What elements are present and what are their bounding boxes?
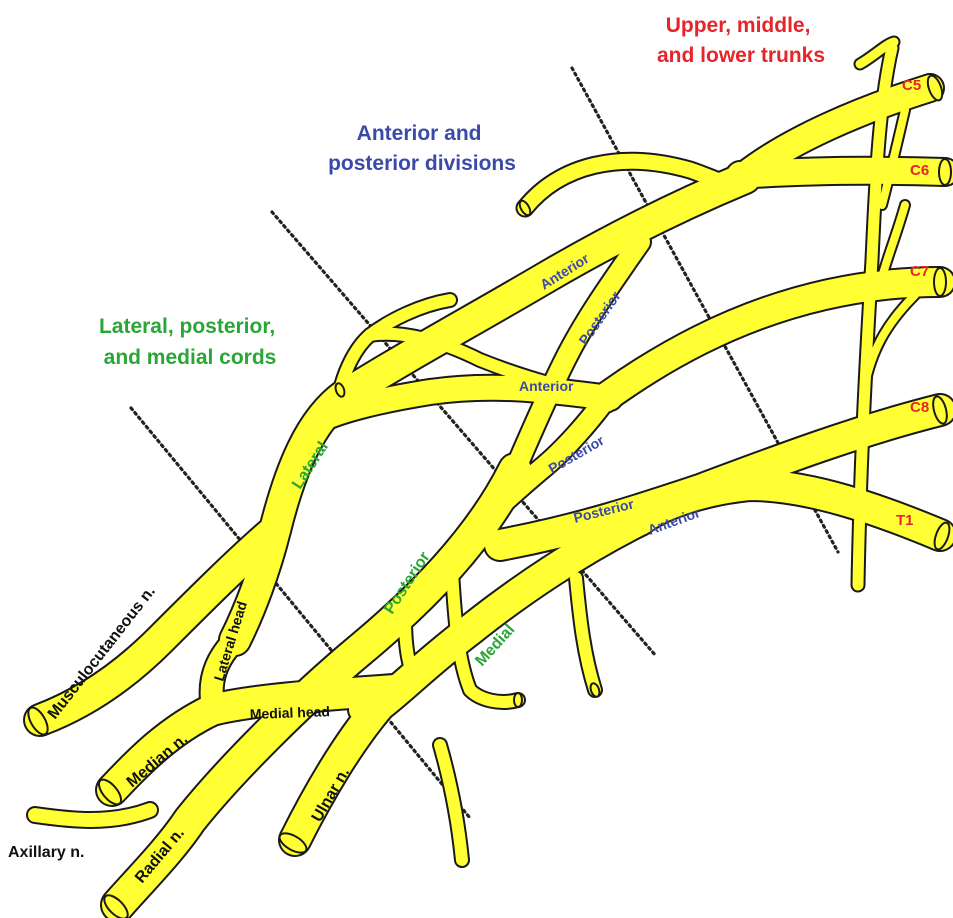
division-label-middle-anterior: Anterior <box>519 378 574 394</box>
root-label-c7: C7 <box>910 263 929 280</box>
medial-head-label: Medial head <box>250 703 331 722</box>
divisions-heading: Anterior and posterior divisions <box>328 122 516 175</box>
axillary-label: Axillary n. <box>8 844 84 861</box>
root-label-t1: T1 <box>896 512 914 529</box>
cap-c6 <box>939 159 951 185</box>
root-label-c8: C8 <box>910 399 929 416</box>
cap-subscapular <box>514 693 522 707</box>
cords-heading: Lateral, posterior, and medial cords <box>99 315 281 369</box>
root-label-c5: C5 <box>902 77 921 94</box>
lateral-cord <box>235 395 345 640</box>
trunks-heading: Upper, middle, and lower trunks <box>657 14 825 67</box>
root-label-c6: C6 <box>910 162 929 179</box>
cap-c7 <box>934 268 946 296</box>
